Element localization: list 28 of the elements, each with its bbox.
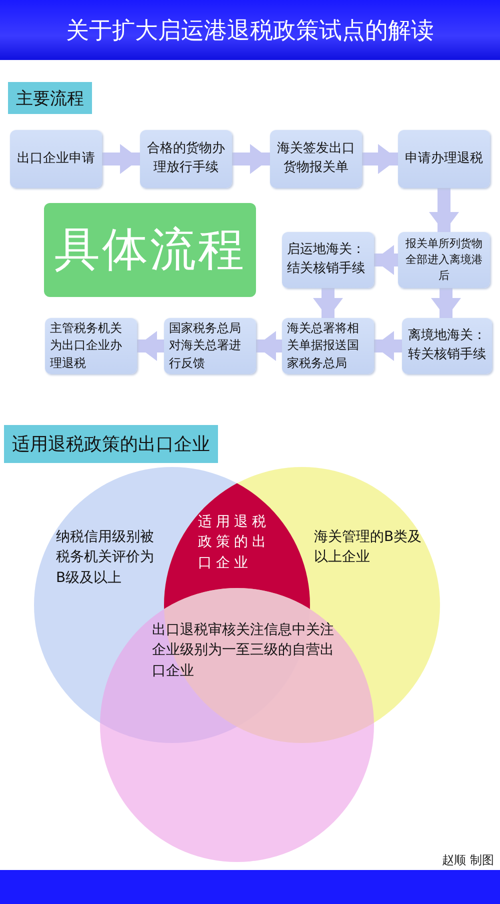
block-arrow [362, 144, 398, 174]
process-box: 出口企业申请 [10, 130, 102, 188]
process-box: 离境地海关：转关核销手续 [402, 318, 492, 374]
intersection-label: 适用退税政策的出口企业 [198, 513, 271, 573]
section-heading: 主要流程 [8, 82, 92, 114]
title: 关于扩大启运港退税政策试点的解读 [66, 16, 434, 46]
block-arrow [429, 188, 459, 232]
process-box: 合格的货物办理放行手续 [140, 130, 232, 188]
block-arrow [232, 144, 270, 174]
process-box: 主管税务机关为出口企业办理退税 [45, 318, 137, 374]
process-box: 启运地海关：结关核销手续 [282, 232, 374, 288]
block-arrow [256, 331, 282, 361]
heading-box: 具体流程 [44, 203, 256, 297]
section-heading: 适用退税政策的出口企业 [4, 425, 218, 463]
block-arrow [374, 245, 398, 275]
process-box: 报关单所列货物全部进入离境港后 [398, 232, 490, 288]
block-arrow [431, 288, 461, 318]
circle-label: 纳税信用级别被税务机关评价为B级及以上 [56, 528, 155, 588]
process-box: 海关总署将相关单据报送国家税务总局 [282, 318, 374, 374]
circle-label: 出口退税审核关注信息中关注企业级别为一至三级的自营出口企业 [152, 621, 334, 681]
credit-note: 赵顺 制图 [442, 852, 494, 869]
process-box: 国家税务总局对海关总署进行反馈 [164, 318, 256, 374]
block-arrow [374, 331, 402, 361]
process-box: 申请办理退税 [398, 130, 490, 188]
block-arrow [137, 331, 164, 361]
block-arrow [102, 144, 140, 174]
process-box: 海关签发出口货物报关单 [270, 130, 362, 188]
circle-label: 海关管理的B类及以上企业 [314, 528, 423, 568]
